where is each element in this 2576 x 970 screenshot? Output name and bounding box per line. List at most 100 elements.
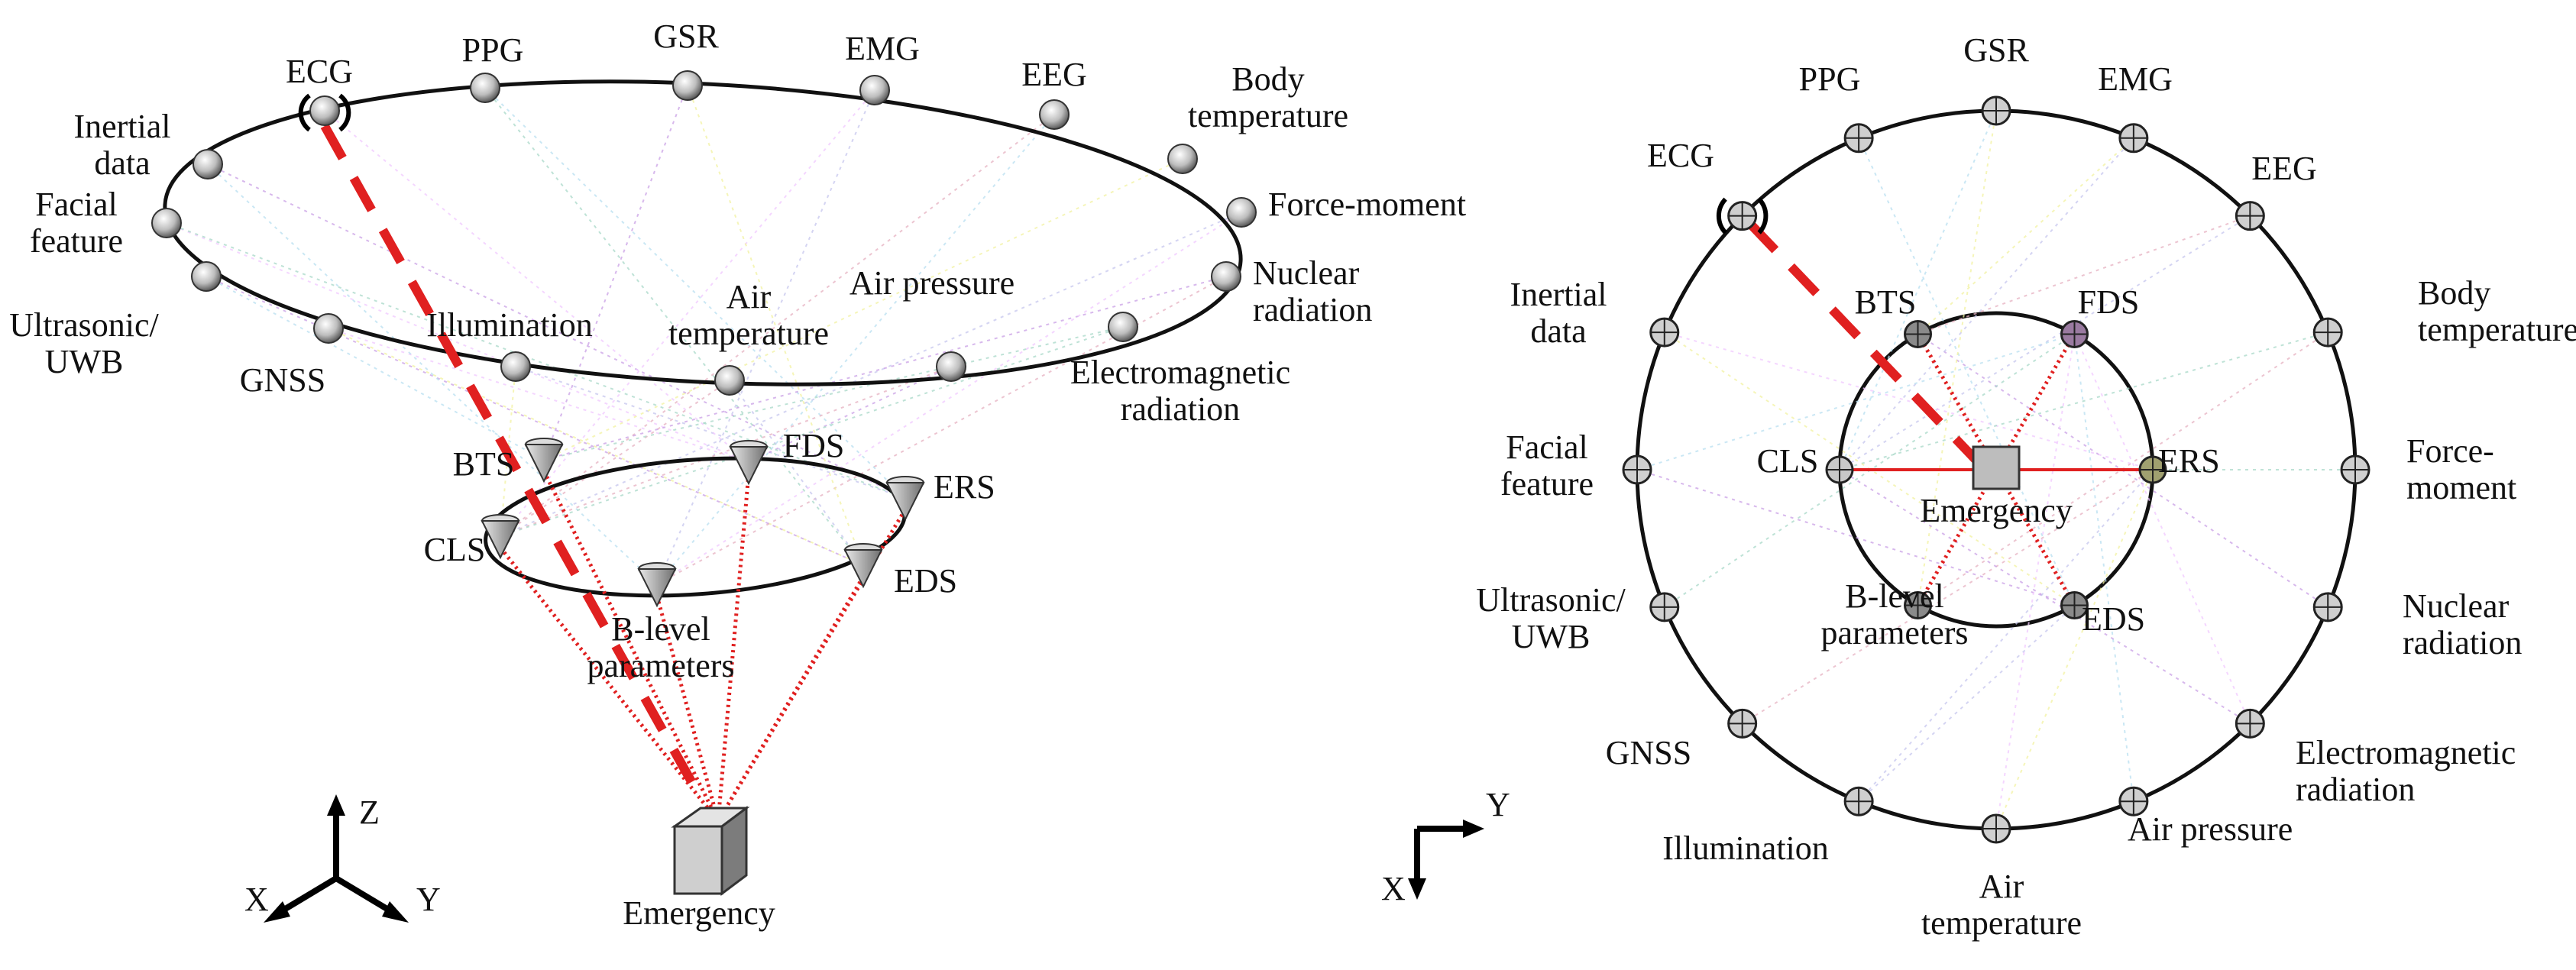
node-label: Force-moment: [1268, 186, 1466, 223]
sensor-node-icon: [313, 313, 344, 344]
red-link: [1994, 468, 2076, 606]
cone-node-icon: [729, 440, 769, 486]
faint-link: [2073, 334, 2134, 802]
axis-y-label: Y: [416, 881, 441, 918]
sensor-node-icon: [1825, 455, 1854, 484]
ecg-selection-bracket: [298, 93, 311, 132]
outer-ring: [163, 79, 1243, 386]
faint-link: [500, 89, 875, 537]
ecg-selection-bracket: [1716, 197, 1727, 234]
faint-link: [543, 158, 1183, 461]
sensor-node-icon: [1649, 317, 1680, 348]
node-label: GNSS: [240, 361, 326, 399]
red-link: [1916, 468, 1998, 606]
cone-node-icon: [481, 514, 520, 560]
node-label: Force-moment: [2406, 432, 2516, 506]
red-link: [716, 575, 866, 823]
faint-link: [166, 222, 749, 463]
node-label: GSR: [1963, 31, 2029, 69]
sensor-node-icon: [1981, 95, 2011, 126]
faint-link: [656, 114, 1055, 585]
faint-link: [2073, 334, 2251, 724]
inner-node-label: BTS: [1855, 283, 1917, 321]
sensor-node-icon: [936, 351, 966, 382]
faint-link: [656, 212, 1242, 585]
sensor-node-icon: [1211, 261, 1241, 292]
faint-link: [1839, 215, 2251, 470]
inner-node-label: CLS: [1757, 442, 1819, 480]
inner-node-label: EDS: [894, 562, 957, 600]
emergency-square-icon: [1972, 445, 2021, 490]
inner-node-label: FDS: [783, 427, 845, 464]
node-label: ECG: [1647, 137, 1714, 174]
sensor-node-icon: [1904, 591, 1932, 620]
sensor-node-icon: [193, 149, 223, 179]
node-label: GSR: [653, 18, 719, 55]
node-label: EEG: [1021, 56, 1087, 93]
sensor-node-icon: [2235, 201, 2265, 231]
sensor-node-icon: [470, 73, 500, 103]
node-label: EEG: [2251, 150, 2317, 187]
sensor-node-icon: [2235, 708, 2265, 739]
sensor-node-icon: [309, 95, 340, 126]
xy-axes-icon: YX: [1381, 786, 1510, 907]
sensor-node-icon: [151, 208, 182, 238]
faint-link: [1664, 331, 2154, 470]
faint-link: [1858, 604, 2076, 802]
faint-link: [328, 328, 749, 463]
faint-link: [543, 276, 1227, 461]
sensor-node-icon: [1622, 454, 1652, 485]
faint-link: [207, 163, 658, 585]
sensor-node-icon: [859, 75, 890, 105]
sensor-node-icon: [714, 365, 745, 396]
cone-node-icon: [524, 438, 564, 483]
node-label: Air pressure: [2128, 810, 2293, 848]
cone-node-icon: [885, 476, 925, 522]
node-label: Illumination: [1662, 829, 1829, 867]
cone-node-icon: [843, 543, 883, 589]
axis-x-label: X: [244, 881, 269, 918]
sensor-node-icon: [2312, 592, 2343, 622]
inner-node-label: EDS: [2082, 600, 2145, 638]
node-label: GNSS: [1606, 734, 1692, 771]
faint-link: [1917, 215, 2251, 335]
node-label: ECG: [286, 53, 353, 90]
node-label: Air pressure: [849, 264, 1015, 302]
sensor-node-icon: [2118, 123, 2149, 154]
faint-link: [328, 328, 864, 566]
sensor-node-icon: [1649, 592, 1680, 622]
sensor-node-icon: [1727, 708, 1758, 739]
faint-link: [500, 326, 1124, 537]
sensor-node-icon: [2060, 319, 2089, 348]
faint-link: [1858, 469, 2154, 802]
sensor-node-icon: [1167, 144, 1198, 174]
sensor-node-icon: [1981, 813, 2011, 844]
sensor-node-icon: [672, 70, 703, 101]
sensor-node-icon: [1226, 197, 1257, 228]
ecg-selection-bracket: [338, 93, 351, 132]
axis-x-label: X: [1381, 870, 1406, 907]
sensor-node-icon: [1904, 319, 1932, 348]
faint-link: [1839, 137, 2134, 470]
sensor-node-icon: [2312, 317, 2343, 348]
faint-link: [484, 87, 864, 566]
sensor-node-icon: [2060, 591, 2089, 620]
axis-y-label: Y: [1486, 786, 1510, 823]
faint-link: [1858, 137, 2076, 606]
node-label: PPG: [462, 31, 524, 69]
red-link: [542, 470, 720, 823]
axis-z-label: Z: [359, 794, 380, 831]
node-label: Illumination: [426, 306, 593, 344]
